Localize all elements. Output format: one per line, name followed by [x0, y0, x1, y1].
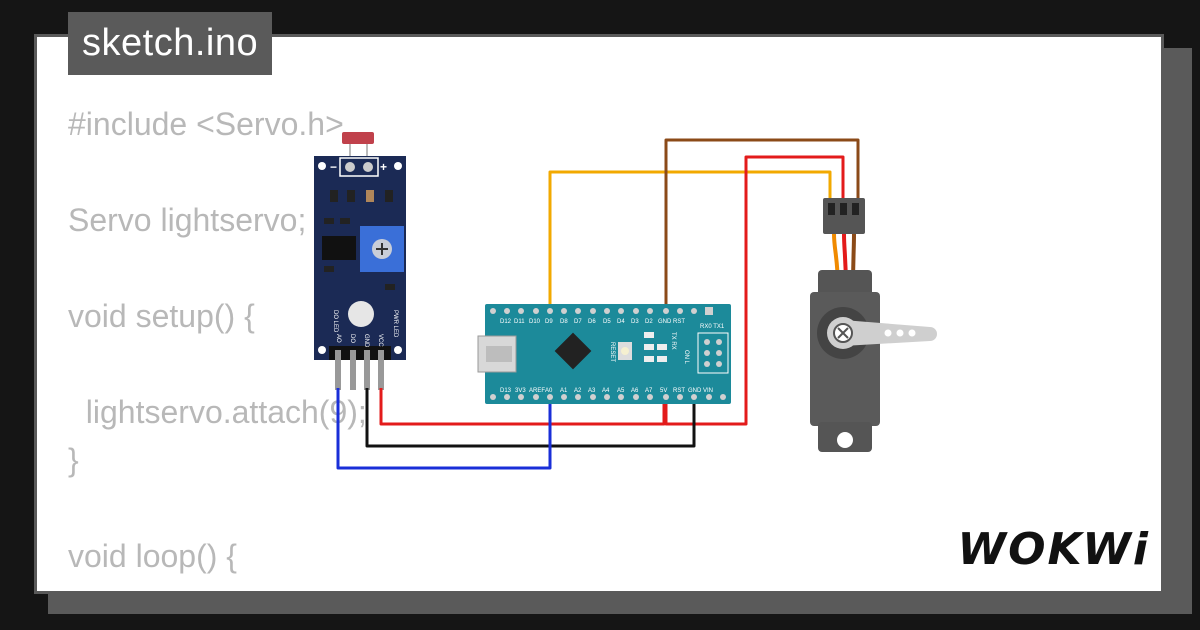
pin-label: D13 [500, 388, 512, 394]
pwr-led-label: PWR LED [392, 310, 398, 338]
wire-sensor-gnd[interactable] [365, 388, 696, 448]
pin-label: GND [658, 319, 672, 325]
arduino-nano[interactable]: D12 D11 D10 D9 D8 D7 D6 D5 D4 D3 D2 GND … [477, 304, 731, 404]
pin-label: A5 [617, 388, 625, 394]
ldr-icon [342, 132, 374, 144]
pin-label: A1 [560, 388, 568, 394]
rx-tx-label: RX0 TX1 [700, 324, 725, 330]
code-line: void setup() { [68, 298, 255, 334]
pin-label: GND [688, 388, 702, 394]
pin-label: A6 [631, 388, 639, 394]
code-line: void loop() { [68, 538, 237, 574]
pin-gnd-label: GND [363, 334, 369, 348]
pin-label: A0 [545, 388, 553, 394]
pin-label: D5 [603, 319, 611, 325]
pin-label: RST [673, 319, 685, 325]
pin-label: D4 [617, 319, 625, 325]
wire-servo-vcc[interactable] [664, 155, 845, 426]
wire-signal[interactable] [548, 170, 832, 310]
wire-sensor-ao[interactable] [336, 388, 552, 470]
reset-label: RESET [609, 342, 615, 362]
tx-rx-label: TX RX [670, 332, 676, 350]
pin-label: A4 [602, 388, 610, 394]
wires [336, 138, 860, 470]
wire-servo-gnd[interactable] [664, 138, 860, 310]
pin-label: D11 [514, 319, 525, 325]
microcontroller-chip [554, 332, 592, 370]
light-sensor-module[interactable]: − + DO LED PWR LED AO DO GND VCC [314, 132, 406, 390]
plus-label: + [380, 160, 387, 174]
pin-label: D9 [545, 319, 553, 325]
code-preview: #include <Servo.h> Servo lightservo; voi… [68, 100, 367, 580]
comparator-chip [322, 236, 356, 260]
wokwi-logo: WOKWi [957, 524, 1150, 575]
wire-sensor-vcc[interactable] [379, 388, 666, 426]
pin-label: VIN [703, 388, 713, 394]
pin-label: RST [673, 388, 685, 394]
pin-label: D12 [500, 319, 512, 325]
code-line: lightservo.attach(9); [68, 394, 367, 430]
pin-label: D8 [560, 319, 568, 325]
pin-do-label: DO [349, 334, 355, 343]
pin-label: 3V3 [515, 388, 526, 394]
pin-vcc-label: VCC [377, 334, 383, 347]
on-l-label: ON L [683, 350, 689, 365]
pin-label: A7 [645, 388, 653, 394]
do-led-label: DO LED [332, 310, 338, 333]
code-line: Servo lightservo; [68, 202, 307, 238]
sensor-led [348, 301, 374, 327]
pin-label: D7 [574, 319, 582, 325]
pin-label: AREF [529, 388, 545, 394]
pin-label: D2 [645, 319, 653, 325]
nano-board [485, 304, 731, 404]
pin-label: 5V [660, 388, 667, 394]
servo-motor[interactable] [810, 198, 937, 452]
pin-ao-label: AO [335, 334, 341, 343]
pin-label: A2 [574, 388, 582, 394]
file-title[interactable]: sketch.ino [68, 12, 273, 75]
code-line: } [68, 442, 79, 478]
code-line: #include <Servo.h> [68, 106, 344, 142]
pin-label: A3 [588, 388, 596, 394]
pin-label: D6 [588, 319, 596, 325]
pin-label: D10 [529, 319, 541, 325]
minus-label: − [330, 160, 337, 174]
pin-label: D3 [631, 319, 639, 325]
